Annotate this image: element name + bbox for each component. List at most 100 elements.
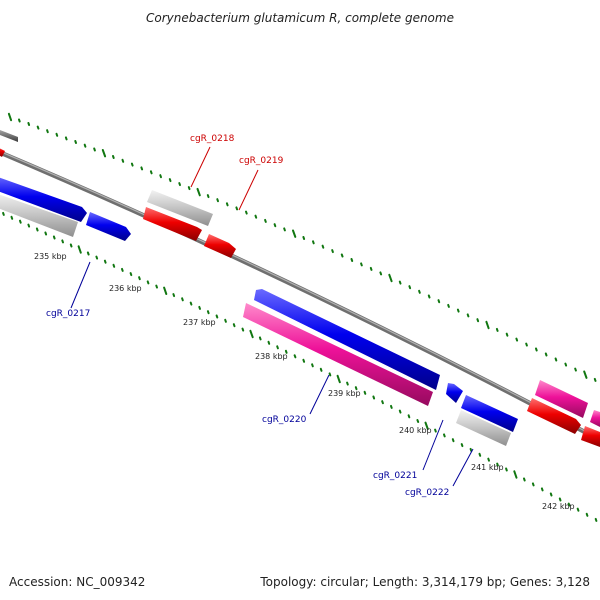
kbp-label: 238 kbp <box>255 352 288 361</box>
minor-tick <box>558 497 562 502</box>
minor-tick <box>206 194 210 199</box>
minor-tick <box>460 443 464 448</box>
minor-tick <box>61 239 64 244</box>
gene-label-cgR_0221[interactable]: cgR_0221 <box>373 471 417 481</box>
minor-tick <box>540 487 544 492</box>
gene-feature-cgR_0218[interactable] <box>143 207 202 241</box>
minor-tick <box>216 198 219 203</box>
gene-label-cgR_0218[interactable]: cgR_0218 <box>190 134 235 144</box>
minor-tick <box>258 336 262 341</box>
minor-tick <box>267 340 271 345</box>
minor-tick <box>149 170 153 175</box>
minor-tick <box>130 162 134 167</box>
minor-tick <box>505 467 508 472</box>
gene-label-cgR_0220[interactable]: cgR_0220 <box>262 415 307 425</box>
minor-tick <box>83 143 87 148</box>
minor-tick <box>103 259 107 264</box>
gene-feature-cgR_0220[interactable] <box>254 289 440 390</box>
minor-tick <box>447 303 450 308</box>
major-tick <box>196 187 201 197</box>
minor-tick <box>369 266 373 271</box>
genome-summary-text: Topology: circular; Length: 3,314,179 bp… <box>260 575 590 589</box>
gene-feature-forward[interactable] <box>0 176 87 222</box>
minor-tick <box>523 477 526 482</box>
minor-tick <box>276 345 279 350</box>
gene-feature-reverse[interactable] <box>527 398 581 434</box>
minor-tick <box>181 297 184 302</box>
minor-tick <box>10 215 14 220</box>
gene-feature-partial[interactable] <box>0 128 18 142</box>
minor-tick <box>564 362 568 367</box>
gene-label-cgR_0222[interactable]: cgR_0222 <box>405 488 449 498</box>
minor-tick <box>495 327 499 332</box>
gene-feature-rna[interactable] <box>243 303 433 406</box>
minor-tick <box>241 327 245 332</box>
minor-tick <box>398 280 402 285</box>
minor-tick <box>381 400 384 405</box>
minor-tick <box>46 129 49 134</box>
minor-tick <box>254 214 258 219</box>
minor-tick <box>321 244 325 249</box>
gene-feature-gray[interactable] <box>147 190 213 226</box>
gene-feature-cgR_0219[interactable] <box>204 234 236 258</box>
minor-tick <box>18 118 21 123</box>
minor-tick <box>44 231 48 236</box>
major-tick <box>583 370 588 379</box>
gene-label-cgR_0219[interactable]: cgR_0219 <box>239 156 284 166</box>
kbp-label: 241 kbp <box>471 463 504 472</box>
gene-feature-partial[interactable] <box>590 410 600 427</box>
minor-tick <box>121 267 124 272</box>
outer-tick-scale <box>7 112 597 382</box>
minor-tick <box>593 377 597 382</box>
minor-tick <box>19 219 22 224</box>
leader-line <box>452 448 474 487</box>
minor-tick <box>2 211 5 216</box>
minor-tick <box>487 457 490 462</box>
minor-tick <box>407 414 411 419</box>
major-tick <box>424 421 429 430</box>
minor-tick <box>469 447 473 452</box>
minor-tick <box>52 235 56 240</box>
minor-tick <box>235 206 239 211</box>
minor-tick <box>443 433 446 438</box>
minor-tick <box>187 186 191 191</box>
minor-tick <box>35 227 39 232</box>
minor-tick <box>245 210 248 215</box>
gene-feature-cgR_0217[interactable] <box>86 212 131 241</box>
minor-tick <box>293 354 297 359</box>
minor-tick <box>544 352 548 357</box>
minor-tick <box>69 243 73 248</box>
gene-feature-gray[interactable] <box>456 410 511 446</box>
major-tick <box>77 245 82 254</box>
gene-label-cgR_0217[interactable]: cgR_0217 <box>46 309 90 319</box>
minor-tick <box>434 428 437 433</box>
major-tick <box>292 229 297 238</box>
gene-feature-rna[interactable] <box>535 380 588 418</box>
minor-tick <box>206 310 210 315</box>
minor-tick <box>331 249 334 254</box>
gene-feature-partial[interactable] <box>581 426 600 447</box>
kbp-label: 242 kbp <box>542 502 575 511</box>
major-tick <box>249 329 254 339</box>
minor-tick <box>74 140 77 144</box>
minor-tick <box>398 409 402 414</box>
minor-tick <box>159 174 162 179</box>
minor-tick <box>350 258 354 262</box>
leader-lines <box>70 146 474 487</box>
gene-feature-partial[interactable] <box>0 146 5 157</box>
major-tick <box>485 320 490 330</box>
minor-tick <box>496 462 499 467</box>
gene-feature-cgR_0222[interactable] <box>461 395 518 432</box>
minor-tick <box>346 381 349 386</box>
minor-tick <box>273 223 277 228</box>
gene-feature-gray[interactable] <box>0 193 78 237</box>
minor-tick <box>585 512 589 517</box>
kbp-label: 239 kbp <box>328 389 361 398</box>
major-tick <box>163 286 168 295</box>
kbp-label: 237 kbp <box>183 318 216 327</box>
minor-tick <box>328 372 332 377</box>
minor-tick <box>198 305 201 310</box>
gene-feature-cgR_0221[interactable] <box>446 383 463 403</box>
minor-tick <box>427 294 431 299</box>
